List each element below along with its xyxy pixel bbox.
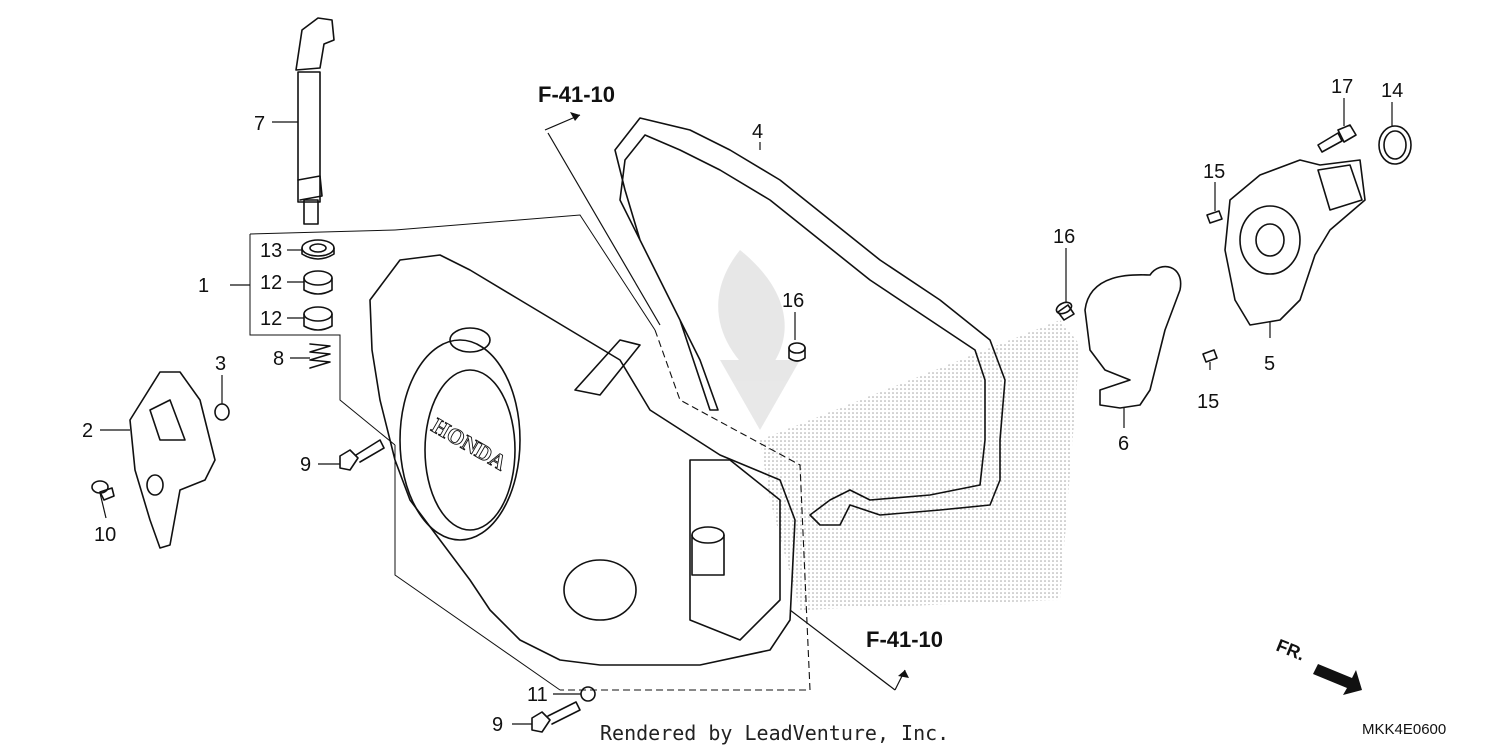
callout-9-upper: 9: [300, 454, 311, 476]
group-bracket-1: [230, 229, 396, 446]
callout-3: 3: [215, 353, 226, 375]
callout-12-lower: 12: [260, 308, 282, 330]
water-pump-5: [1224, 159, 1366, 326]
render-credit: Rendered by LeadVenture, Inc.: [600, 721, 949, 745]
callout-11: 11: [527, 684, 548, 706]
gasket-4: [614, 117, 1006, 526]
callout-14: 14: [1381, 80, 1403, 102]
bearing-12-upper: [303, 270, 333, 295]
diagram-code: MKK4E0600: [1362, 721, 1446, 738]
cover-dashed-outline: [394, 214, 811, 691]
callout-10: 10: [94, 524, 116, 546]
dowel-16-right: [1055, 301, 1075, 321]
callout-17: 17: [1331, 76, 1353, 98]
ref-leader-top: [544, 112, 661, 326]
callout-7: 7: [254, 113, 265, 135]
callout-9-lower: 9: [492, 714, 503, 736]
bolt-9-lower: [531, 701, 581, 733]
callout-16-left: 16: [782, 290, 804, 312]
oring-14: [1378, 125, 1412, 165]
callout-15-lower: 15: [1197, 391, 1219, 413]
guard-part-2: [129, 371, 216, 549]
reference-label-top: F-41-10: [538, 82, 615, 107]
spring-8: [309, 343, 331, 369]
callout-16-right: 16: [1053, 226, 1075, 248]
washer-3: [214, 403, 230, 421]
callout-2: 2: [82, 420, 93, 442]
callout-1: 1: [198, 275, 209, 297]
bearing-13: [301, 239, 335, 260]
front-arrow: FR.: [1274, 635, 1362, 695]
bolt-9-upper: [339, 439, 385, 471]
callout-6: 6: [1118, 433, 1129, 455]
callout-13: 13: [260, 240, 282, 262]
dowel-16-left: [788, 342, 806, 362]
callout-12-upper: 12: [260, 272, 282, 294]
watermark: [718, 250, 800, 430]
bolt-10: [91, 480, 115, 501]
callout-4: 4: [752, 121, 763, 143]
callout-8: 8: [273, 348, 284, 370]
washer-11: [580, 686, 596, 702]
shaft-part: [295, 17, 335, 225]
dowel-15-lower: [1202, 349, 1218, 363]
callout-5: 5: [1264, 353, 1275, 375]
callout-leaders: [99, 98, 1393, 725]
ref-leader-bottom: [789, 609, 909, 691]
reference-label-bottom: F-41-10: [866, 627, 943, 652]
dowel-15-upper: [1206, 210, 1223, 224]
callout-15-upper: 15: [1203, 161, 1225, 183]
hidden-area-shading: [760, 320, 1080, 610]
bearing-12-lower: [303, 306, 333, 331]
bolt-17: [1317, 124, 1357, 153]
gasket-6: [1084, 265, 1182, 409]
front-label: FR.: [1274, 635, 1308, 664]
cover-brand-text: HONDA: [428, 413, 512, 476]
